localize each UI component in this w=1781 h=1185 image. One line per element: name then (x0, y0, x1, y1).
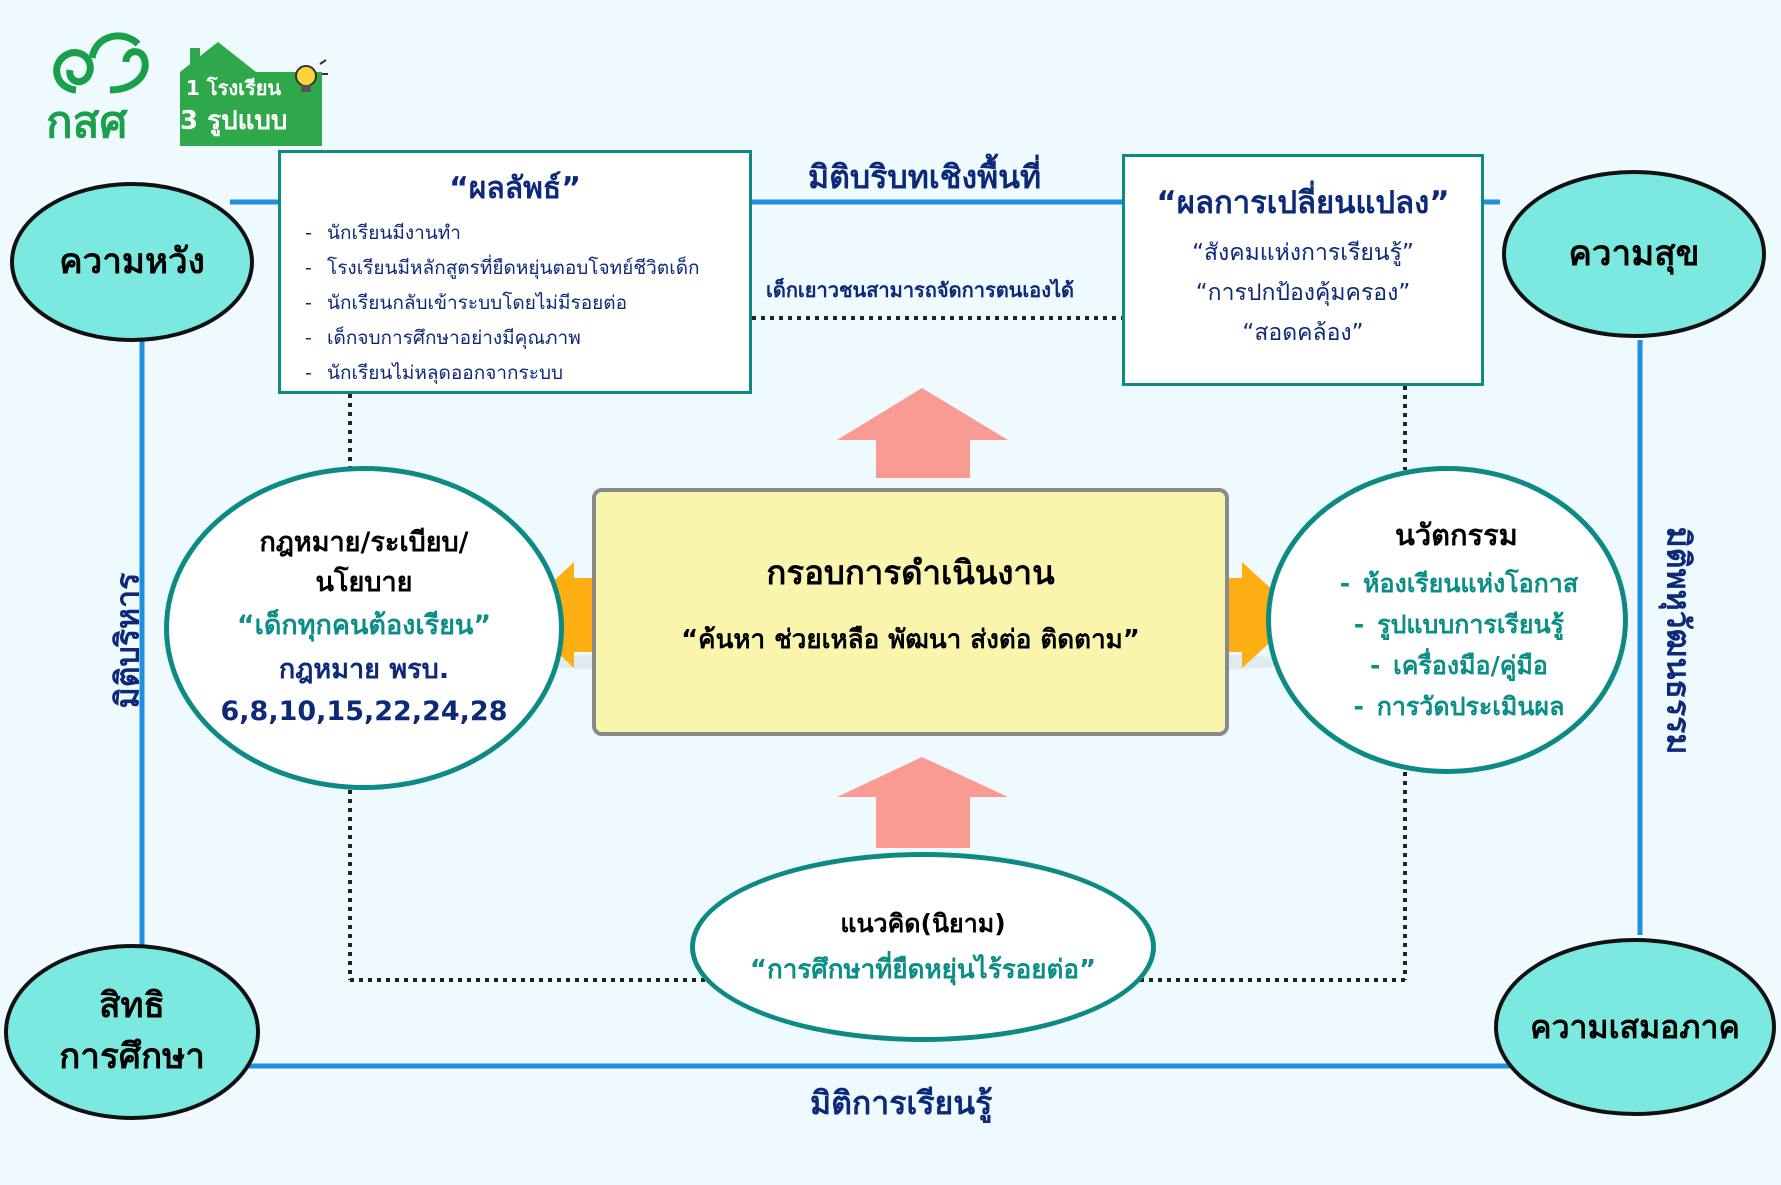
framework-box: กรอบการดำเนินงาน “ค้นหา ช่วยเหลือ พัฒนา … (592, 488, 1229, 736)
outcomes-box: “ผลลัพธ์” -นักเรียนมีงานทำ-โรงเรียนมีหลั… (278, 150, 752, 394)
corner-rights-line2: การศึกษา (59, 1037, 205, 1077)
outcomes-list: -นักเรียนมีงานทำ-โรงเรียนมีหลักสูตรที่ยื… (281, 216, 749, 391)
innovation-item: -รูปแบบการเรียนรู้ (1327, 604, 1578, 645)
innovation-item: -ห้องเรียนแห่งโอกาส (1327, 563, 1578, 604)
bullet-dash: - (305, 292, 312, 314)
change-item: “การปกป้องคุ้มครอง” (1195, 280, 1411, 306)
innovation-item-text: เครื่องมือ/คู่มือ (1393, 651, 1548, 680)
bullet-dash: - (1353, 610, 1365, 639)
law-line2: นโยบาย (315, 567, 413, 598)
innovation-item-text: การวัดประเมินผล (1376, 692, 1565, 721)
concept-title: แนวคิด(นิยาม) (840, 909, 1006, 938)
innovation-oval: นวัตกรรม -ห้องเรียนแห่งโอกาส-รูปแบบการเร… (1266, 466, 1628, 774)
corner-hope-label: ความหวัง (59, 241, 205, 282)
change-box: “ผลการเปลี่ยนแปลง” “สังคมแห่งการเรียนรู้… (1122, 154, 1484, 386)
dimension-right: มิติพหุวัฒนธรรม (1659, 526, 1698, 755)
innovation-item: -การวัดประเมินผล (1327, 686, 1578, 727)
bullet-dash: - (305, 222, 312, 244)
change-item: “สอดคล้อง” (1242, 320, 1364, 346)
law-line1: กฎหมาย/ระเบียบ/ (259, 527, 469, 558)
innovation-item-text: ห้องเรียนแห่งโอกาส (1363, 569, 1579, 598)
badge-line1: 1 โรงเรียน (186, 76, 282, 100)
outcome-item: -นักเรียนมีงานทำ (305, 216, 749, 251)
outcome-item: -นักเรียนไม่หลุดออกจากระบบ (305, 356, 749, 391)
bullet-dash: - (1369, 651, 1381, 680)
dimension-left: มิติบริหาร (108, 572, 147, 709)
outcome-item-text: นักเรียนมีงานทำ (327, 222, 461, 244)
outcome-item-text: โรงเรียนมีหลักสูตรที่ยืดหยุ่นตอบโจทย์ชีว… (327, 257, 700, 279)
framework-title: กรอบการดำเนินงาน (766, 553, 1055, 592)
badge-line2: 3 รูปแบบ (180, 106, 288, 136)
bullet-dash: - (305, 327, 312, 349)
dimension-top: มิติบริบทเชิงพื้นที่ (808, 158, 1042, 196)
lightbulb-icon (295, 59, 328, 92)
innovation-list: -ห้องเรียนแห่งโอกาส-รูปแบบการเรียนรู้-เค… (1327, 563, 1578, 727)
bullet-dash: - (305, 362, 312, 384)
change-item: “สังคมแห่งการเรียนรู้” (1192, 240, 1414, 266)
corner-hope: ความหวัง (10, 182, 254, 342)
middle-link-text: เด็กเยาวชนสามารถจัดการตนเองได้ (766, 278, 1075, 302)
law-numbers: 6,8,10,15,22,24,28 (220, 696, 508, 727)
corner-happiness-label: ความสุข (1568, 233, 1700, 274)
change-title: “ผลการเปลี่ยนแปลง” (1156, 185, 1450, 221)
outcome-item: -โรงเรียนมีหลักสูตรที่ยืดหยุ่นตอบโจทย์ชี… (305, 251, 749, 286)
bullet-dash: - (1353, 692, 1364, 721)
arrow-up-top (837, 388, 1008, 478)
corner-rights: สิทธิ การศึกษา (4, 944, 260, 1120)
bullet-dash: - (1339, 569, 1351, 598)
outcome-item: -เด็กจบการศึกษาอย่างมีคุณภาพ (305, 321, 749, 356)
innovation-item: -เครื่องมือ/คู่มือ (1327, 645, 1578, 686)
corner-equality-label: ความเสมอภาค (1530, 1007, 1740, 1046)
law-oval: กฎหมาย/ระเบียบ/ นโยบาย “เด็กทุกคนต้องเรี… (164, 466, 564, 790)
bullet-dash: - (305, 257, 312, 279)
change-list: “สังคมแห่งการเรียนรู้” “การปกป้องคุ้มครอง… (1125, 233, 1481, 353)
innovation-item-text: รูปแบบการเรียนรู้ (1377, 610, 1564, 639)
concept-oval: แนวคิด(นิยาม) “การศึกษาที่ยืดหยุ่นไร้รอย… (690, 852, 1156, 1042)
outcomes-title: “ผลลัพธ์” (449, 171, 581, 206)
corner-happiness: ความสุข (1502, 170, 1766, 338)
framework-subtitle: “ค้นหา ช่วยเหลือ พัฒนา ส่งต่อ ติดตาม” (681, 625, 1140, 655)
leaf-logo-icon (53, 32, 149, 94)
corner-equality: ความเสมอภาค (1494, 938, 1776, 1116)
law-act: กฎหมาย พรบ. (278, 654, 450, 685)
arrow-up-bottom (837, 757, 1008, 848)
outcome-item-text: นักเรียนไม่หลุดออกจากระบบ (327, 362, 564, 384)
law-quote: “เด็กทุกคนต้องเรียน” (236, 610, 492, 641)
corner-rights-line1: สิทธิ (99, 986, 165, 1027)
outcome-item-text: เด็กจบการศึกษาอย่างมีคุณภาพ (327, 327, 581, 349)
org-name: กสศ (46, 97, 128, 148)
dimension-bottom: มิติการเรียนรู้ (810, 1084, 993, 1122)
outcome-item-text: นักเรียนกลับเข้าระบบโดยไม่มีรอยต่อ (327, 292, 627, 314)
outcome-item: -นักเรียนกลับเข้าระบบโดยไม่มีรอยต่อ (305, 286, 749, 321)
school-badge-icon (180, 42, 322, 146)
concept-quote: “การศึกษาที่ยืดหยุ่นไร้รอยต่อ” (749, 955, 1097, 985)
innovation-title: นวัตกรรม (1395, 518, 1518, 552)
